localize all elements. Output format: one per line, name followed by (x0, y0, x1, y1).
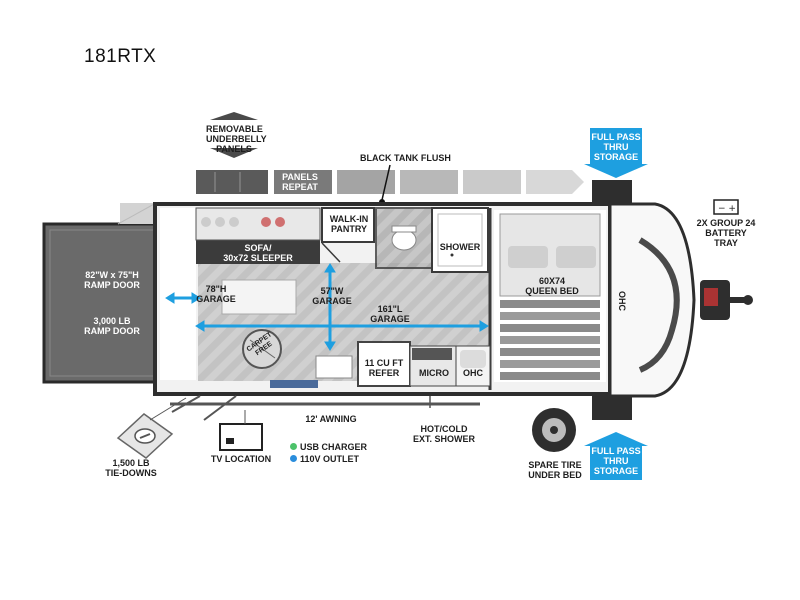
walk-in-pantry (321, 207, 375, 243)
sofa-label: SOFA/30x72 SLEEPER (223, 243, 293, 263)
micro-label: MICRO (419, 368, 449, 378)
kitchen (315, 341, 491, 387)
battery-icon (713, 199, 739, 215)
full-pass-arrow-bottom (584, 432, 648, 480)
ohc-side-label: OHC (617, 291, 627, 311)
dimension-arrows (165, 263, 489, 351)
model-name: 181RTX (84, 46, 157, 67)
sofa (195, 207, 321, 264)
usb-charger-label: USB CHARGER (300, 442, 368, 452)
front-tire-bottom (592, 396, 632, 420)
tie-down-icon (116, 397, 187, 459)
ohc-kitchen-label: OHC (463, 368, 483, 378)
usb-charger-dot (290, 443, 297, 450)
spare-tire-icon (532, 408, 576, 452)
awning-bar (270, 380, 318, 388)
awning-label: 12' AWNING (305, 414, 357, 424)
svg-text:− +: − + (718, 204, 736, 214)
outlet-label: 110V OUTLET (300, 454, 360, 464)
tv-icon (219, 410, 263, 451)
black-tank-flush-label: BLACK TANK FLUSH (360, 153, 451, 163)
bathroom (375, 207, 489, 273)
dinette-table (221, 279, 297, 315)
underbelly-panels (196, 170, 584, 194)
queen-bed (494, 210, 606, 382)
hitch-tongue (700, 280, 753, 320)
underbelly-arrow-up (210, 112, 258, 120)
full-pass-arrow-top (584, 128, 648, 178)
outlet-dot (290, 455, 297, 462)
front-cap (608, 202, 696, 398)
front-tire-top (592, 180, 632, 204)
carpet-free-badge (242, 329, 282, 369)
underbelly-arrow-down (210, 148, 258, 158)
shower-label: SHOWER (439, 242, 481, 252)
tv-location-label: TV LOCATION (210, 454, 272, 464)
